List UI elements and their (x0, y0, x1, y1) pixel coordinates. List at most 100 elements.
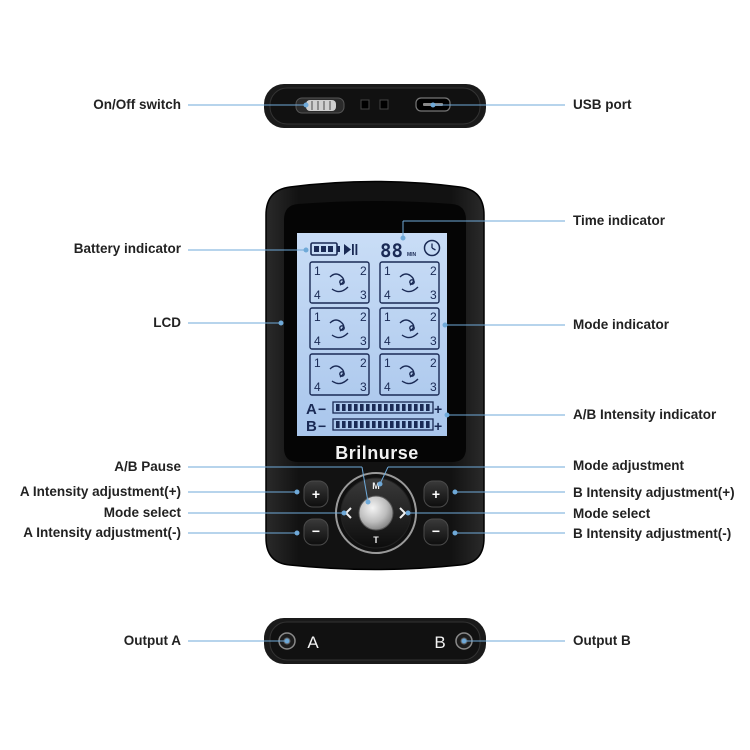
callout-dot (461, 638, 467, 644)
intensity-channel-b: B (306, 418, 317, 435)
label-mode-indicator: Mode indicator (573, 317, 670, 332)
zone-number: 3 (430, 288, 437, 302)
zone-number: 2 (430, 356, 437, 370)
massage-glyph-icon (399, 365, 419, 385)
zone-number: 1 (384, 356, 391, 370)
zone-number: 2 (360, 264, 367, 278)
zone-number: 3 (430, 380, 437, 394)
intensity-segment (426, 421, 430, 428)
mode-t-label: T (373, 535, 379, 545)
label-usb-port: USB port (573, 97, 632, 112)
massage-glyph-icon (329, 365, 349, 385)
intensity-segment (396, 404, 400, 411)
bottom-view: A B (264, 618, 486, 664)
zone-number: 2 (360, 310, 367, 324)
intensity-segments-a (336, 404, 430, 411)
callout-dot (377, 481, 383, 487)
mode-t-button[interactable]: T (373, 535, 379, 545)
intensity-segment (354, 421, 358, 428)
intensity-segments-b (336, 421, 430, 428)
zone-number: 2 (360, 356, 367, 370)
intensity-segment (372, 421, 376, 428)
top-view (264, 84, 486, 128)
intensity-segment (336, 404, 340, 411)
mode-m-button[interactable]: M (372, 481, 380, 491)
intensity-segment (378, 404, 382, 411)
callout-dot (294, 489, 300, 495)
intensity-minus-b: − (318, 418, 326, 434)
output-a-port-label: A (307, 633, 319, 652)
label-battery-indicator: Battery indicator (73, 241, 181, 256)
massage-glyph-icon (329, 273, 349, 293)
intensity-segment (366, 421, 370, 428)
intensity-plus-b: + (434, 418, 442, 434)
brand-logo: Brilnurse (335, 443, 419, 463)
zone-number: 4 (384, 334, 391, 348)
label-a-intensity-up: A Intensity adjustment(+) (19, 484, 181, 499)
zone-number: 3 (360, 334, 367, 348)
massage-glyph-icon (399, 319, 419, 339)
callout-line-ab-pause-diag (361, 466, 369, 503)
zone-number: 4 (314, 334, 321, 348)
output-b-port-label: B (434, 633, 445, 652)
intensity-segment (402, 421, 406, 428)
intensity-segment (348, 421, 352, 428)
play-pause-icon (344, 244, 358, 255)
intensity-segment (342, 404, 346, 411)
chevron-right-icon[interactable] (399, 507, 407, 519)
label-output-b: Output B (573, 633, 631, 648)
intensity-channel-a: A (306, 401, 317, 418)
b-intensity-up-button[interactable]: + (423, 480, 449, 508)
zone-number: 3 (360, 288, 367, 302)
a-minus-label: − (312, 523, 320, 539)
ab-pause-button[interactable] (358, 495, 394, 531)
intensity-segment (378, 421, 382, 428)
intensity-segment (408, 421, 412, 428)
intensity-segment (360, 421, 364, 428)
zone-number: 3 (360, 380, 367, 394)
intensity-segment (342, 421, 346, 428)
callout-dot (442, 322, 448, 328)
callout-dot (294, 530, 300, 536)
zone-number: 1 (314, 264, 321, 278)
callout-dot (341, 510, 347, 516)
battery-icon (310, 242, 340, 256)
a-plus-label: + (312, 486, 320, 502)
label-mode-select-left: Mode select (103, 505, 181, 520)
mode-ring: M T (335, 472, 417, 554)
bottom-view-face (269, 621, 481, 661)
label-output-a: Output A (123, 633, 181, 648)
top-view-face (269, 87, 481, 125)
on-off-switch[interactable] (295, 97, 345, 114)
callout-dot (284, 638, 290, 644)
intensity-segment (408, 404, 412, 411)
intensity-segment (336, 421, 340, 428)
indicator-slot (360, 99, 370, 110)
label-mode-select-right: Mode select (573, 506, 651, 521)
zone-number: 1 (384, 264, 391, 278)
b-intensity-down-button[interactable]: − (423, 518, 449, 546)
zone-number: 4 (384, 288, 391, 302)
intensity-plus-a: + (434, 401, 442, 417)
b-plus-label: + (432, 486, 440, 502)
intensity-segment (414, 421, 418, 428)
a-intensity-up-button[interactable]: + (303, 480, 329, 508)
label-time-indicator: Time indicator (573, 213, 666, 228)
indicator-slot (379, 99, 389, 110)
zone-number: 4 (314, 380, 321, 394)
zone-number: 1 (384, 310, 391, 324)
intensity-row-a: A − + (306, 401, 442, 418)
intensity-row-b: B − + (306, 418, 442, 435)
callout-dot (452, 530, 458, 536)
label-lcd: LCD (153, 315, 181, 330)
b-minus-label: − (432, 523, 440, 539)
callout-dot (365, 499, 371, 505)
a-intensity-down-button[interactable]: − (303, 518, 329, 546)
